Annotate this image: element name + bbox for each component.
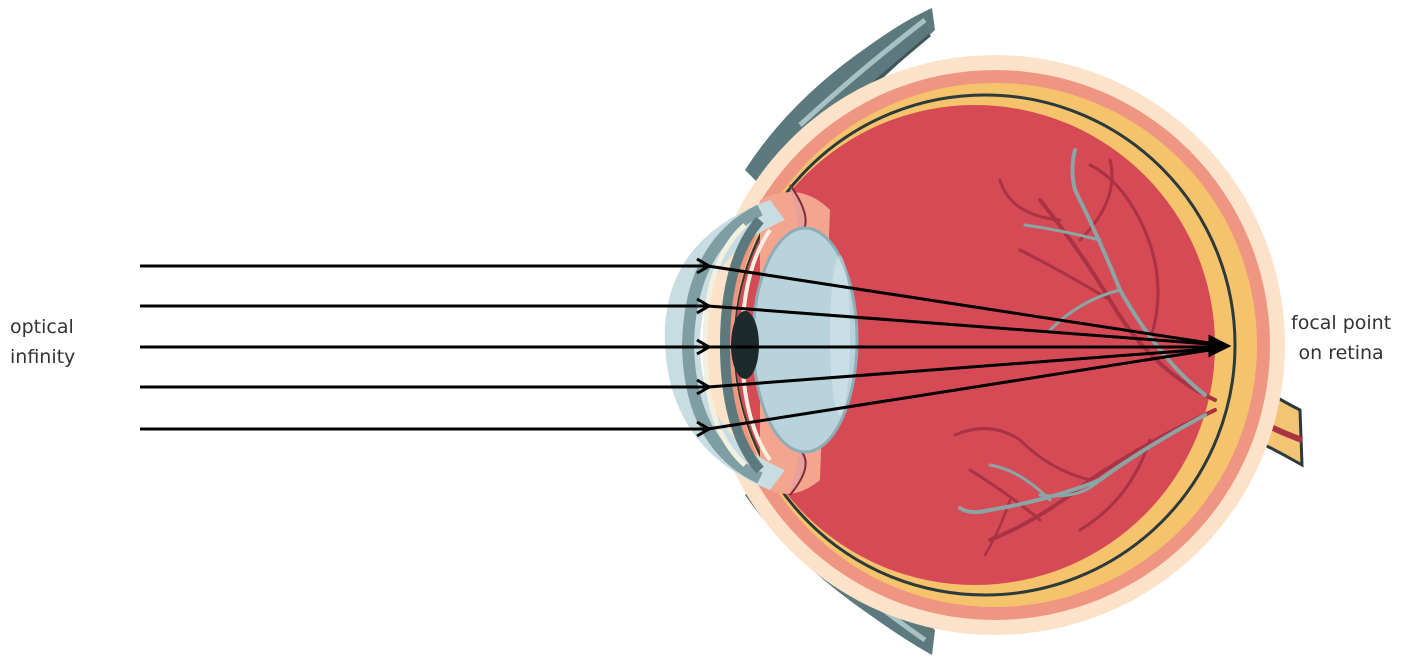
- optical-infinity-line-1: optical: [10, 312, 75, 342]
- focal-point-line-1: focal point: [1291, 308, 1391, 338]
- focal-point-line-2: on retina: [1291, 338, 1391, 368]
- focal-point-label: focal point on retina: [1291, 308, 1391, 368]
- optical-infinity-line-2: infinity: [10, 342, 75, 372]
- pupil: [731, 311, 759, 379]
- optical-infinity-label: optical infinity: [10, 312, 75, 372]
